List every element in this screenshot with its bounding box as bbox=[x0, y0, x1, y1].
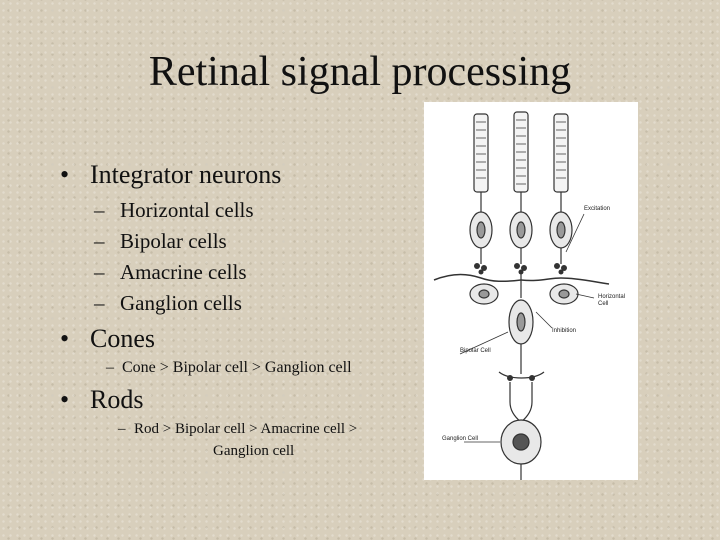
subitem-horizontal-cells: – Horizontal cells bbox=[94, 197, 254, 223]
bullet-cones: • Cones bbox=[60, 324, 155, 354]
retina-diagram-svg: Excitation Horizontal Cell Inhibition Bi… bbox=[433, 111, 625, 480]
dash-marker: – bbox=[94, 260, 105, 284]
photoreceptor-left bbox=[469, 113, 493, 264]
label-arrows bbox=[459, 213, 595, 443]
ganglion-cell bbox=[500, 401, 542, 480]
bipolar-cell bbox=[508, 272, 534, 374]
label-ganglion-cell: Ganglion Cell bbox=[442, 436, 478, 442]
subitem-ganglion-cells: – Ganglion cells bbox=[94, 290, 242, 316]
subitem-text: Rod > Bipolar cell > Amacrine cell > bbox=[134, 421, 358, 437]
subitem-text: Ganglion cells bbox=[120, 291, 242, 315]
bullet-rods: • Rods bbox=[60, 385, 144, 415]
bullet-marker: • bbox=[60, 160, 70, 189]
subitem-bipolar-cells: – Bipolar cells bbox=[94, 228, 227, 254]
dash-marker: – bbox=[94, 229, 105, 253]
bullet-text: Cones bbox=[90, 324, 155, 353]
dash-marker: – bbox=[94, 291, 105, 315]
dash-marker: – bbox=[118, 421, 126, 437]
subitem-text: Bipolar cells bbox=[120, 229, 227, 253]
slide-title: Retinal signal processing bbox=[148, 49, 572, 95]
label-bipolar-cell: Bipolar Cell bbox=[460, 348, 491, 354]
synaptic-terminals bbox=[474, 263, 567, 275]
photoreceptor-middle bbox=[509, 111, 533, 264]
amacrine-connections bbox=[498, 371, 545, 402]
subitem-text: Amacrine cells bbox=[120, 260, 247, 284]
label-horizontal-1: Horizontal bbox=[598, 294, 625, 300]
subitem-rod-pathway: – Rod > Bipolar cell > Amacrine cell > bbox=[118, 420, 358, 438]
subitem-text: Cone > Bipolar cell > Ganglion cell bbox=[122, 359, 352, 376]
subitem-rod-pathway-continuation: Ganglion cell bbox=[213, 443, 295, 459]
dash-marker: – bbox=[94, 198, 105, 222]
horizontal-cells bbox=[433, 273, 610, 305]
bullet-text: Integrator neurons bbox=[90, 160, 282, 189]
label-inhibition: Inhibition bbox=[552, 328, 576, 334]
label-horizontal-2: Cell bbox=[598, 301, 608, 307]
bullet-marker: • bbox=[60, 385, 70, 414]
bullet-integrator-neurons: • Integrator neurons bbox=[60, 160, 282, 190]
subitem-text: Horizontal cells bbox=[120, 198, 254, 222]
bullet-text: Rods bbox=[90, 385, 144, 414]
retina-cell-diagram: Excitation Horizontal Cell Inhibition Bi… bbox=[424, 102, 638, 480]
label-excitation: Excitation bbox=[584, 206, 610, 212]
dash-marker: – bbox=[106, 359, 114, 376]
photoreceptor-right bbox=[549, 113, 573, 264]
subitem-cone-pathway: – Cone > Bipolar cell > Ganglion cell bbox=[106, 359, 352, 377]
bullet-marker: • bbox=[60, 324, 70, 353]
subitem-amacrine-cells: – Amacrine cells bbox=[94, 259, 247, 285]
